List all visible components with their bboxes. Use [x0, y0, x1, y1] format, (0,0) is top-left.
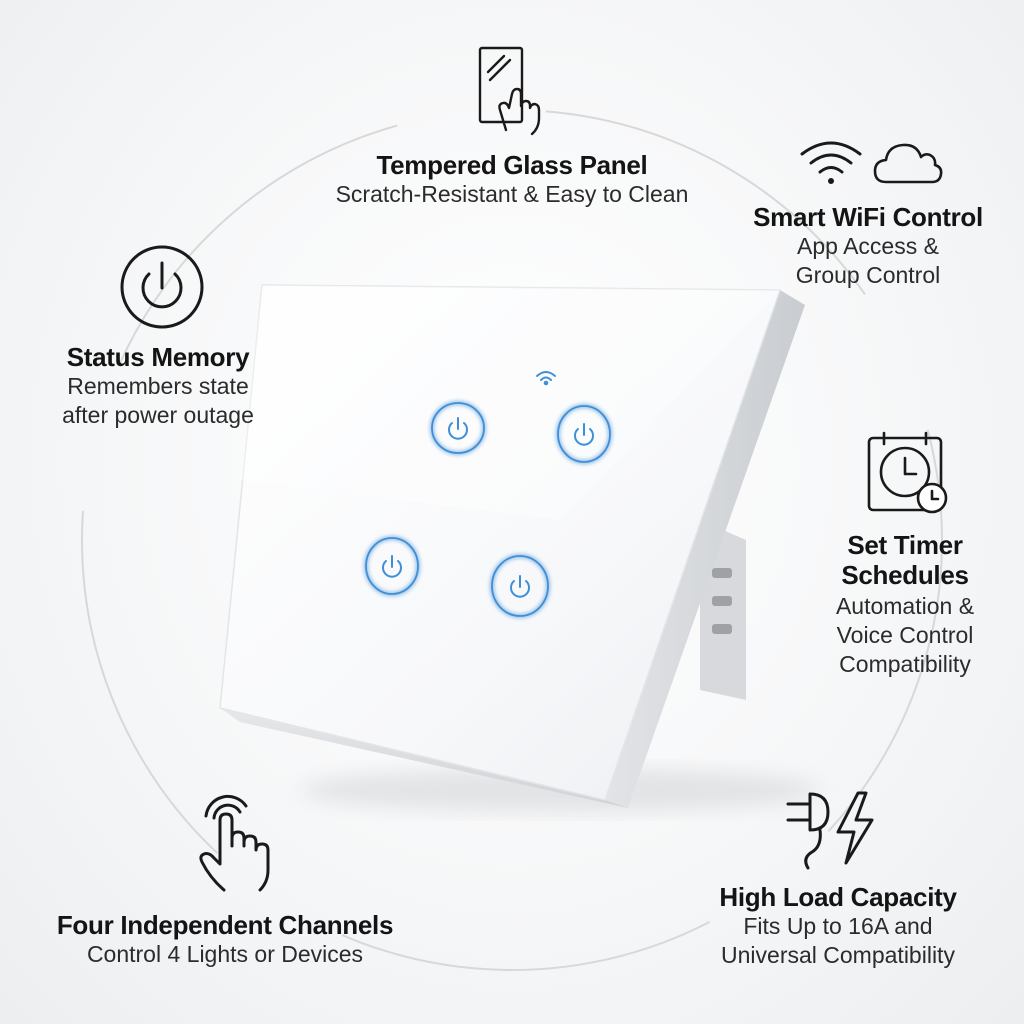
feature-description-line: Remembers state — [67, 373, 249, 399]
feature-title: Smart WiFi Control — [753, 202, 983, 232]
touch-buttons — [364, 401, 612, 618]
lightning-icon — [832, 790, 876, 866]
calendar-clock-icon — [866, 430, 952, 516]
feature-title: Status Memory — [66, 342, 250, 372]
feature-status-memory: Status Memory Remembers state after powe… — [20, 342, 296, 430]
feature-description-line: after power outage — [62, 402, 254, 428]
feature-title: Tempered Glass Panel — [376, 150, 648, 180]
feature-high-load: High Load Capacity Fits Up to 16A and Un… — [690, 882, 986, 970]
tap-hand-icon — [196, 786, 276, 896]
feature-title: Four Independent Channels — [56, 910, 394, 940]
feature-tempered-glass: Tempered Glass Panel Scratch-Resistant &… — [262, 150, 762, 209]
feature-set-timer: Set Timer Schedules Automation & Voice C… — [800, 530, 1010, 679]
power-icon — [119, 244, 205, 330]
wifi-icon — [798, 138, 864, 188]
feature-description-line: Fits Up to 16A and — [743, 913, 933, 939]
cloud-icon — [872, 140, 944, 186]
feature-description: Control 4 Lights or Devices — [86, 941, 364, 967]
touch-glass-icon — [476, 44, 548, 136]
feature-title-line: Set Timer — [847, 530, 963, 560]
feature-title-line: Schedules — [841, 560, 969, 590]
feature-description-line: Universal Compatibility — [721, 942, 955, 968]
feature-four-channels: Four Independent Channels Control 4 Ligh… — [30, 910, 420, 969]
feature-title: High Load Capacity — [719, 882, 957, 912]
feature-description-line: Automation & — [835, 593, 975, 619]
feature-smart-wifi: Smart WiFi Control App Access & Group Co… — [720, 202, 1016, 290]
feature-description-line: Compatibility — [839, 651, 971, 677]
feature-description-line: App Access & — [797, 233, 939, 259]
feature-description-line: Voice Control — [836, 622, 974, 648]
feature-description: Scratch-Resistant & Easy to Clean — [335, 181, 689, 207]
feature-description-line: Group Control — [795, 262, 941, 288]
plug-icon — [784, 786, 840, 870]
